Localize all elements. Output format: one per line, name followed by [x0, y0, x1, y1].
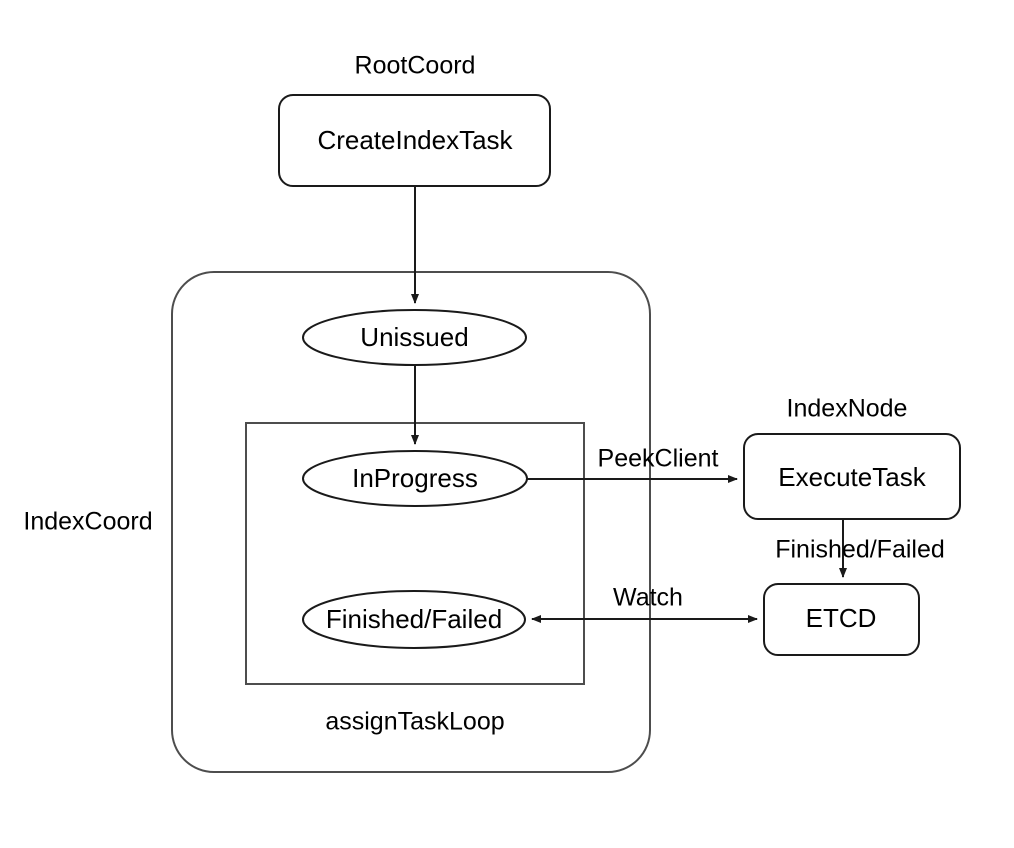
etcd-box[interactable] [763, 583, 920, 656]
etcd-label: ETCD [806, 603, 877, 633]
index-coord-container [171, 271, 651, 773]
index-node-label: IndexNode [787, 395, 908, 423]
in-progress-label: InProgress [352, 463, 478, 493]
node-in-progress[interactable]: InProgress [302, 450, 528, 507]
node-create-index-task[interactable]: CreateIndexTask [278, 94, 551, 187]
index-coord-label: IndexCoord [23, 508, 152, 536]
execute-task-label: ExecuteTask [778, 462, 926, 492]
unissued-label: Unissued [360, 322, 468, 352]
edge-label-watch: Watch [613, 584, 683, 612]
node-unissued[interactable]: Unissued [302, 309, 527, 366]
root-coord-label: RootCoord [355, 52, 476, 80]
in-progress-ellipse[interactable] [302, 450, 528, 507]
assign-task-loop-label: assignTaskLoop [325, 708, 504, 736]
edge-label-finished-failed: Finished/Failed [775, 536, 945, 564]
finished-failed-label: Finished/Failed [326, 604, 502, 634]
execute-task-box[interactable] [743, 433, 961, 520]
create-index-task-box[interactable] [278, 94, 551, 187]
node-finished-failed[interactable]: Finished/Failed [302, 590, 526, 649]
create-index-task-label: CreateIndexTask [317, 125, 513, 155]
edge-label-peek-client: PeekClient [598, 445, 719, 473]
node-execute-task[interactable]: ExecuteTask [743, 433, 961, 520]
finished-failed-ellipse[interactable] [302, 590, 526, 649]
unissued-ellipse[interactable] [302, 309, 527, 366]
node-etcd[interactable]: ETCD [763, 583, 920, 656]
